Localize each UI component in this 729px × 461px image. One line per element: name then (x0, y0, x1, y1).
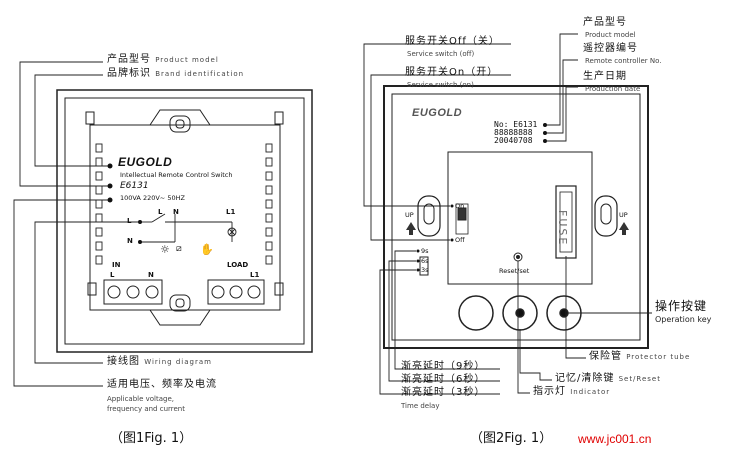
fig1-load-label: LOAD (227, 261, 249, 269)
fig2-on-mark: On (455, 202, 465, 210)
fig2-delay9: 渐亮延时（9秒） (401, 361, 486, 372)
fig1-wiring-zh: 接线图 (107, 356, 140, 367)
fig1-bulb-icon: ☼ (160, 243, 170, 256)
fig2-service-on-zh: 服务开关On（开） (405, 67, 499, 78)
fig1-subtitle: Intellectual Remote Control Switch (120, 171, 233, 179)
fig1-brand-label: 品牌标识 Brand identification (107, 69, 244, 79)
fig2-operation-en: Operation key (655, 315, 712, 324)
fig1-panel (56, 89, 313, 353)
fig1-terminal-block (103, 279, 265, 305)
fig1-product-model-label: 产品型号 Product model (107, 55, 219, 65)
fig2-service-on-en: Service switch (on) (407, 81, 474, 89)
fig1-wiring (140, 213, 237, 243)
fig2-protector-en: Protector tube (626, 353, 691, 361)
fig1-model: E6131 (120, 181, 149, 191)
fig2-indicator-en: Indicator (570, 388, 611, 396)
fig2-indicator-label: 指示灯 Indicator (533, 387, 610, 397)
fig2-up-left: UP (405, 211, 414, 219)
fig2-product-model-en: Product model (585, 31, 636, 39)
fig1-voltage-en1: Applicable voltage, (107, 395, 175, 403)
fig1-wire-l: L (127, 217, 132, 225)
fig2-set-reset-zh: 记忆/清除键 (555, 373, 615, 384)
fig1-hand-icon: ✋ (200, 243, 214, 256)
fig2-caption: （图2Fig. 1） (470, 431, 553, 446)
fig1-in-label: IN (112, 261, 121, 269)
fig2-set-reset-label: 记忆/清除键 Set/Reset (555, 374, 661, 384)
fig2-t9: 9s (421, 247, 429, 255)
fig2-fuse-label: FUSE (556, 210, 569, 247)
fig1-dimmer-icon: ⧄ (176, 244, 182, 254)
fig2-delay6: 渐亮延时（6秒） (401, 374, 486, 385)
fig2-brand-logo: EUGOLD (412, 107, 463, 119)
fig2-model-line: No: E6131 (494, 120, 538, 129)
fig1-in-l: L (110, 271, 115, 279)
fig2-arrows (406, 222, 629, 235)
fig2-remote-no-zh: 遥控器编号 (583, 43, 638, 54)
fig1-brand-en: Brand identification (155, 70, 245, 78)
fig2-production-date-en: Production date (585, 85, 641, 93)
fig1-dots (107, 163, 142, 244)
fig2-time-delay-en: Time delay (401, 402, 440, 410)
fig2-t6: 6s (421, 257, 429, 265)
fig1-wiring-label: 接线图 Wiring diagram (107, 357, 212, 367)
fig1-product-model-en: Product model (155, 56, 219, 64)
fig1-wire-l-top: L (158, 208, 163, 216)
fig1-leaders (13, 61, 138, 387)
fig1-rating: 100VA 220V~ 50HZ (120, 194, 185, 202)
fig1-voltage-zh: 适用电压、频率及电流 (107, 379, 217, 390)
fig2-service-off-en: Service switch (off) (407, 50, 475, 58)
fig1-load-l1: L1 (250, 271, 260, 279)
watermark-url: www.jc001.cn (578, 432, 652, 446)
fig2-operation-zh: 操作按键 (655, 299, 708, 313)
fig2-product-model-zh: 产品型号 (583, 17, 627, 28)
fig2-off-mark: Off (455, 236, 465, 244)
fig1-voltage-en2: frequency and current (107, 405, 185, 413)
fig2-remote-no-en: Remote controller No. (585, 57, 662, 65)
fig2-set-reset-en: Set/Reset (618, 375, 661, 383)
fig2-protector-label: 保险管 Protector tube (589, 352, 690, 362)
fig1-brand-logo: EUGOLD (118, 155, 173, 169)
fig1-brand-zh: 品牌标识 (107, 68, 151, 79)
fig2-date-line: 20040708 (494, 136, 533, 145)
fig2-buttons (458, 295, 582, 331)
fig1-wire-n-top: N (173, 208, 179, 216)
fig2-up-right: UP (619, 211, 628, 219)
fig1-in-n: N (148, 271, 154, 279)
fig2-delay3: 渐亮延时（3秒） (401, 387, 486, 398)
fig2-service-off-zh: 服务开关Off（关） (405, 36, 500, 47)
fig1-caption: （图1Fig. 1） (110, 431, 193, 446)
fig1-wire-n: N (127, 237, 133, 245)
fig2-indicator-zh: 指示灯 (533, 386, 566, 397)
fig2-remote-line: 88888888 (494, 128, 533, 137)
fig2-reset-mark: Reset/set (499, 267, 530, 275)
fig1-product-model-zh: 产品型号 (107, 54, 151, 65)
fig2-t3: 3s (421, 266, 429, 274)
fig2-production-date-zh: 生产日期 (583, 71, 627, 82)
fig1-wiring-en: Wiring diagram (144, 358, 212, 366)
fig2-dots (416, 123, 547, 272)
fig1-wire-l1: L1 (226, 208, 236, 216)
fig2-leaders (363, 33, 652, 395)
fig2-protector-zh: 保险管 (589, 351, 622, 362)
